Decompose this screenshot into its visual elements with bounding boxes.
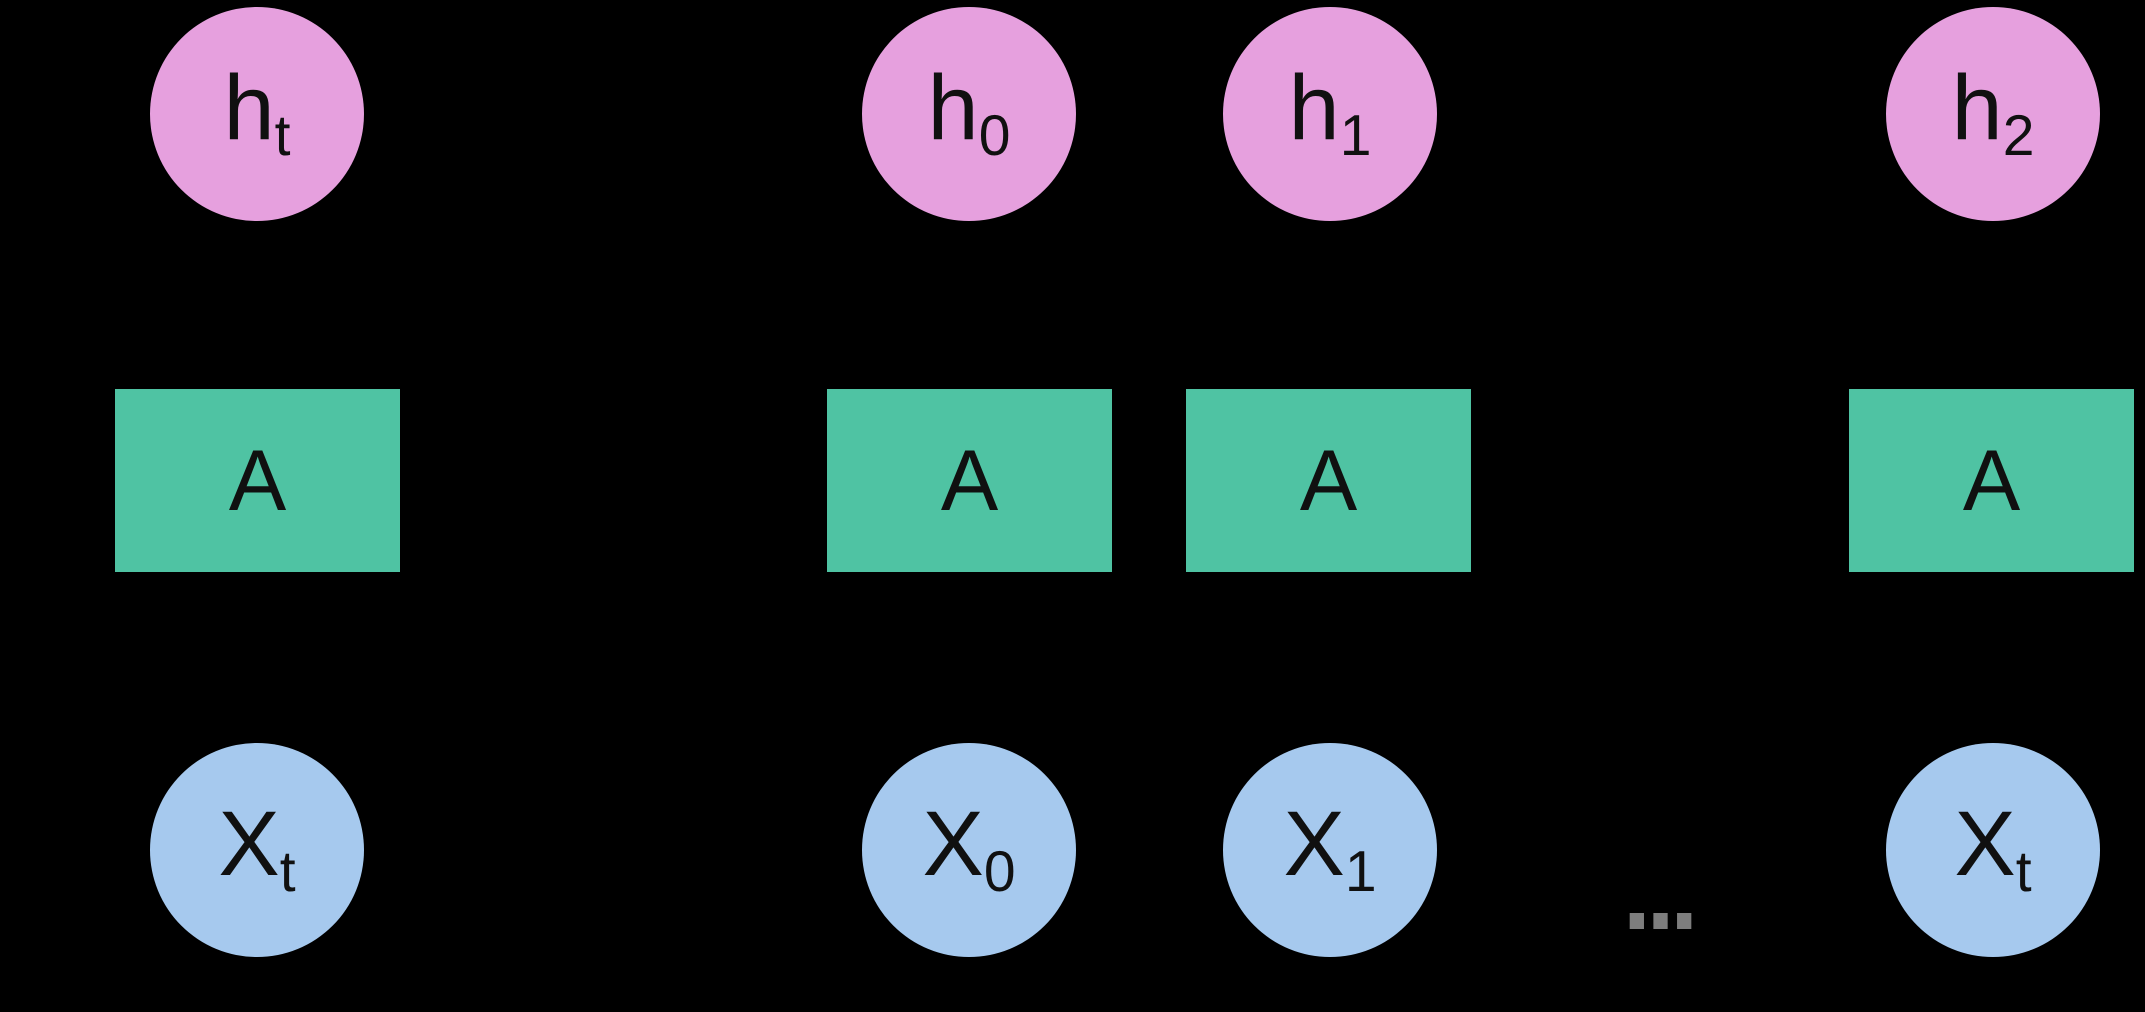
rnn-cell-label: A	[1962, 432, 2021, 529]
hidden-state-node-h1: h1	[1223, 7, 1437, 221]
input-label: Xt	[218, 793, 296, 905]
rnn-cell-label: A	[228, 432, 287, 529]
rnn-cell-label: A	[1299, 432, 1358, 529]
rnn-cell-box-a: A	[115, 389, 400, 572]
hidden-state-node-ht: ht	[150, 7, 364, 221]
hidden-state-label: h1	[1288, 57, 1372, 169]
hidden-state-node-h2: h2	[1886, 7, 2100, 221]
input-label: Xt	[1954, 793, 2032, 905]
hidden-state-label: ht	[223, 57, 291, 169]
hidden-state-node-h0: h0	[862, 7, 1076, 221]
hidden-state-label: h0	[927, 57, 1011, 169]
input-node-x0: X0	[862, 743, 1076, 957]
hidden-state-label: h2	[1951, 57, 2035, 169]
rnn-cell-box-a: A	[827, 389, 1112, 572]
input-node-xt: Xt	[150, 743, 364, 957]
rnn-cell-box-a: A	[1849, 389, 2134, 572]
input-label: X0	[922, 793, 1016, 905]
rnn-cell-box-a: A	[1186, 389, 1471, 572]
input-node-x1: X1	[1223, 743, 1437, 957]
input-node-xt-final: Xt	[1886, 743, 2100, 957]
input-label: X1	[1283, 793, 1377, 905]
continuation-ellipsis: ...	[1616, 793, 1705, 961]
rnn-cell-label: A	[940, 432, 999, 529]
